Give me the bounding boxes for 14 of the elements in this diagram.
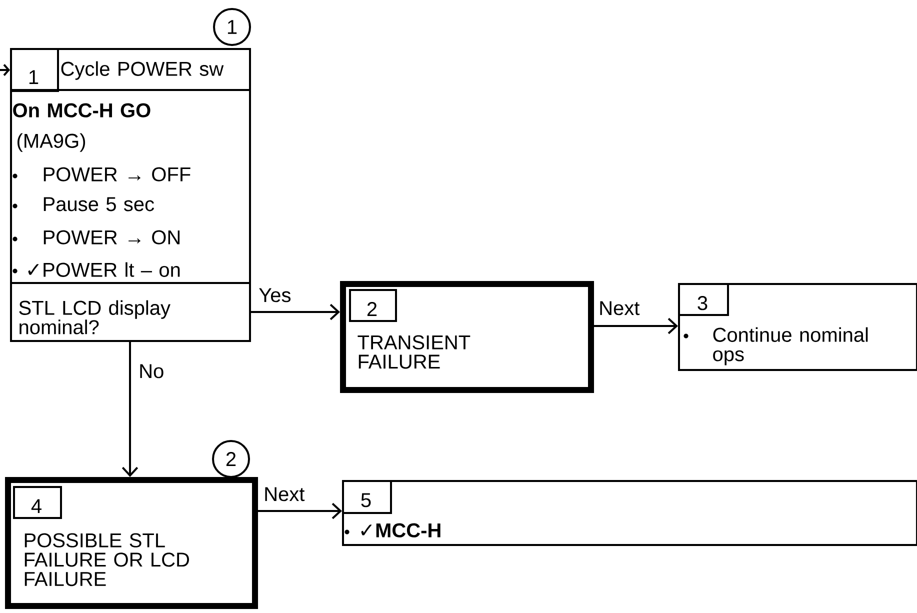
arrow	[251, 304, 340, 320]
step-number-box: 1	[10, 48, 59, 92]
arrow	[0, 64, 10, 76]
edge-label: No	[137, 362, 166, 380]
step-number-box: 2	[349, 289, 397, 322]
step-number-box: 4	[13, 486, 62, 519]
arrow	[122, 342, 138, 477]
step-number-box: 5	[342, 480, 392, 514]
edge-label: Next	[597, 300, 642, 317]
arrow	[594, 318, 678, 334]
edge-label: Next	[262, 486, 306, 503]
edge-label: Yes	[257, 286, 293, 304]
step-number-box: 3	[678, 283, 729, 316]
arrow	[258, 502, 342, 520]
